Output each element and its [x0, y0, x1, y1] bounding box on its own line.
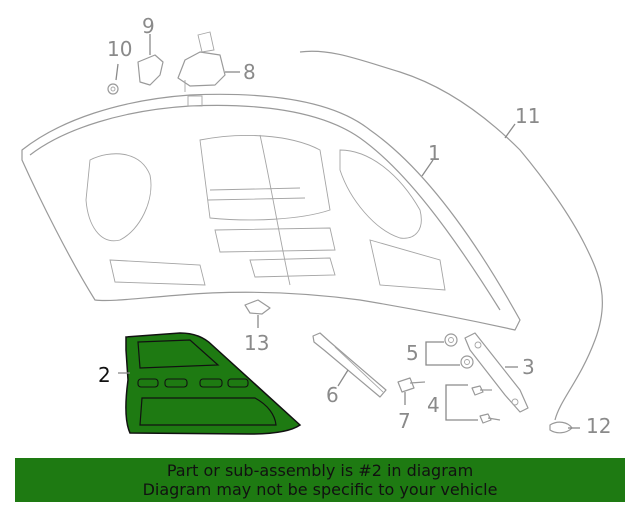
hood-insulator-part-2[interactable]	[125, 332, 302, 435]
banner-line-disclaimer: Diagram may not be specific to your vehi…	[142, 480, 498, 499]
callout-1: 1	[428, 141, 441, 165]
screw-part-10[interactable]	[107, 83, 119, 95]
hood-latch-part-8[interactable]	[177, 31, 226, 92]
bracket-part-9[interactable]	[137, 54, 164, 86]
callout-12: 12	[586, 414, 611, 438]
callout-7: 7	[398, 409, 411, 433]
callout-6: 6	[326, 383, 339, 407]
callout-5: 5	[406, 341, 419, 365]
nut-part-5[interactable]	[444, 333, 474, 369]
callout-4: 4	[427, 393, 440, 417]
ball-stud-part-7[interactable]	[397, 377, 426, 393]
callout-10: 10	[107, 37, 132, 61]
leader-lines	[115, 34, 580, 429]
callout-9: 9	[142, 14, 155, 38]
banner-line-part: Part or sub-assembly is #2 in diagram	[166, 461, 474, 480]
hood-panel-part-1[interactable]	[21, 93, 521, 331]
lift-support-part-6[interactable]	[312, 332, 387, 398]
bolt-part-4[interactable]	[471, 385, 501, 424]
callout-3: 3	[522, 355, 535, 379]
callout-13: 13	[244, 331, 269, 355]
parts-diagram: 1 2 3 4 5 6 7 8 9 10 11 12 13	[21, 14, 611, 438]
hood-hinge-part-3[interactable]	[464, 332, 529, 413]
release-cable-part-11[interactable]	[299, 50, 604, 421]
clip-part-13[interactable]	[244, 299, 271, 315]
callout-2: 2	[98, 363, 111, 387]
callout-11: 11	[515, 104, 540, 128]
callout-8: 8	[243, 60, 256, 84]
part-info-banner: Part or sub-assembly is #2 in diagram Di…	[15, 458, 625, 502]
